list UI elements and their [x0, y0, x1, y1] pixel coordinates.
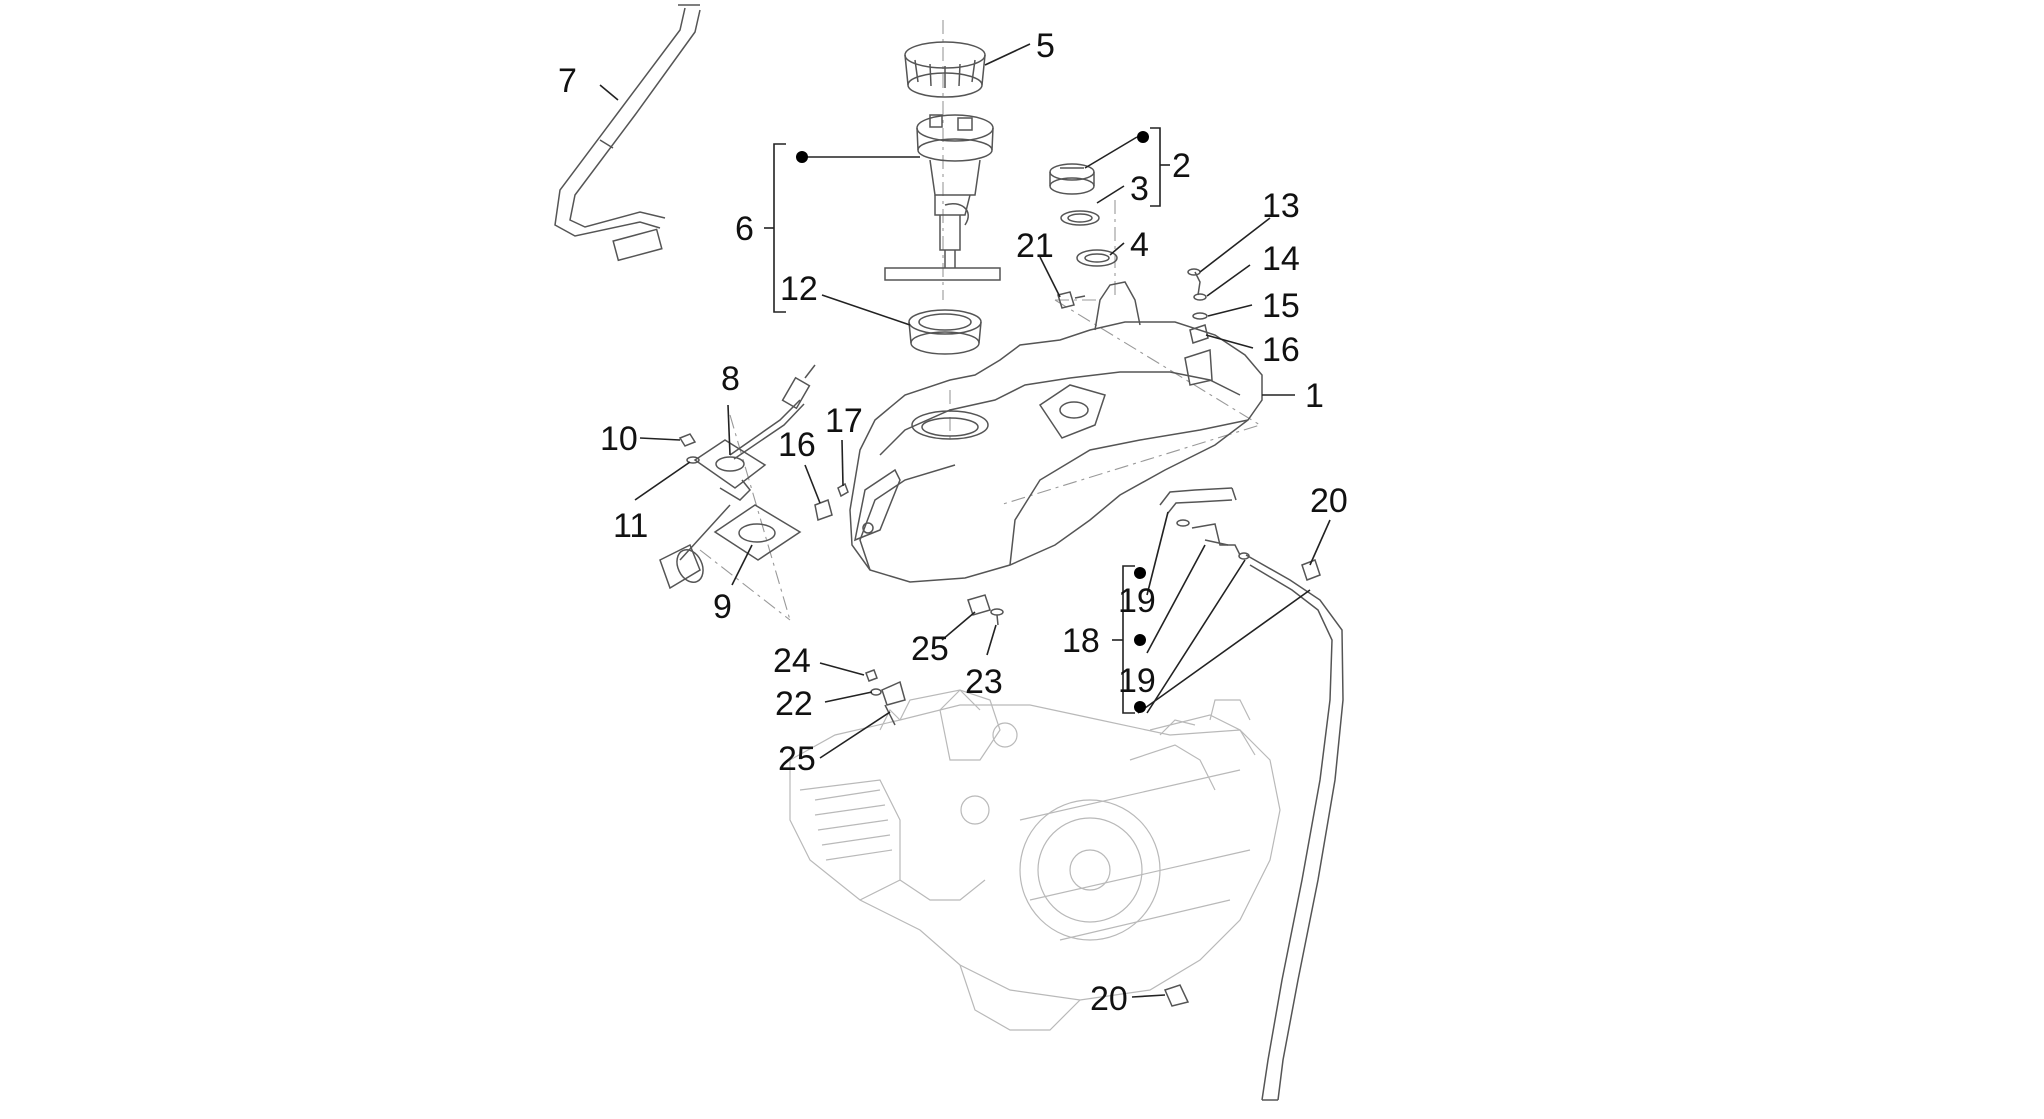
callout-1: 1 — [1305, 377, 1324, 415]
callout-20-lower: 20 — [1090, 980, 1128, 1018]
callout-18: 18 — [1062, 622, 1100, 660]
callout-9: 9 — [713, 588, 732, 626]
callout-8: 8 — [721, 360, 740, 398]
callout-14: 14 — [1262, 240, 1300, 278]
group-brackets — [764, 127, 1170, 714]
pump-ring-nut — [904, 41, 986, 98]
callout-4: 4 — [1130, 226, 1149, 264]
fuel-valve-and-hoses — [1159, 487, 1344, 1101]
callout-22: 22 — [775, 685, 813, 723]
leader-lines — [599, 43, 1331, 998]
callout-labels: 1 2 3 4 5 6 7 8 9 10 11 12 13 14 15 16 1… — [558, 27, 1348, 1018]
pump-gasket — [908, 309, 982, 355]
sensor-gasket — [713, 504, 802, 561]
callout-19-lower: 19 — [1118, 662, 1156, 700]
callout-5: 5 — [1036, 27, 1055, 65]
callout-3: 3 — [1130, 170, 1149, 208]
callout-15: 15 — [1262, 287, 1300, 325]
callout-25-upper: 25 — [911, 630, 949, 668]
callout-23: 23 — [965, 663, 1003, 701]
callout-25-lower: 25 — [778, 740, 816, 778]
callout-19-upper: 19 — [1118, 582, 1156, 620]
fuel-cap — [1049, 163, 1095, 195]
callout-2: 2 — [1172, 147, 1191, 185]
callout-6: 6 — [735, 210, 754, 248]
hose-clips — [1163, 559, 1321, 1007]
callout-12: 12 — [780, 270, 818, 308]
callout-24: 24 — [773, 642, 811, 680]
breather-hose — [554, 4, 701, 262]
filler-ring-gasket — [1076, 249, 1118, 267]
callout-17: 17 — [825, 402, 863, 440]
fuel-level-sensor — [659, 364, 816, 590]
fuel-pump-assembly — [884, 114, 1001, 281]
callout-10: 10 — [600, 420, 638, 458]
cap-gasket — [1060, 210, 1100, 226]
engine-assembly-outline — [789, 689, 1281, 1031]
callout-21: 21 — [1016, 227, 1054, 265]
callout-16-left: 16 — [778, 426, 816, 464]
fuel-tank — [849, 281, 1263, 583]
callout-11: 11 — [613, 507, 648, 545]
callout-13: 13 — [1262, 187, 1300, 225]
callout-20-upper: 20 — [1310, 482, 1348, 520]
callout-16-right: 16 — [1262, 331, 1300, 369]
callout-7: 7 — [558, 62, 577, 100]
